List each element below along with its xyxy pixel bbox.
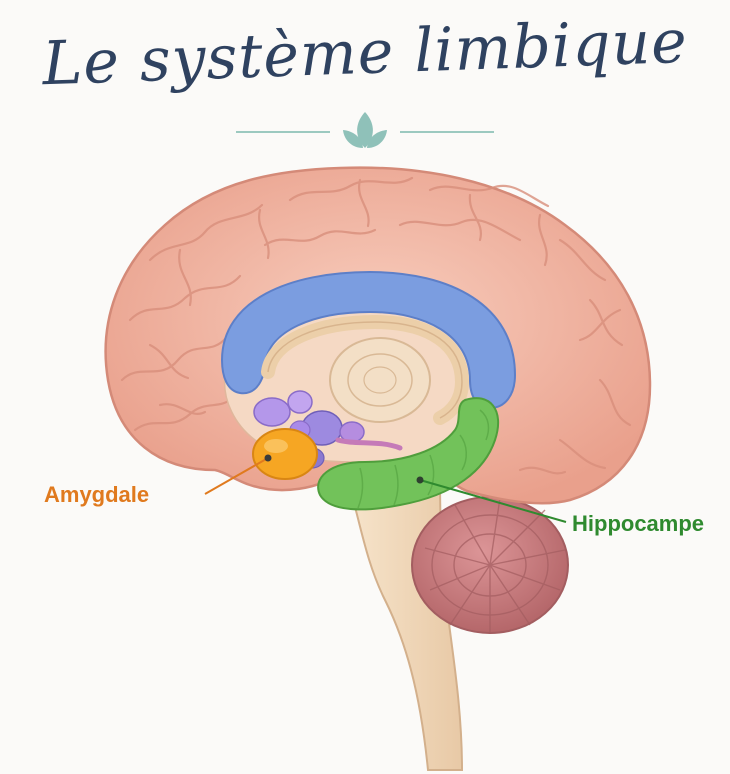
gyri-texture — [120, 176, 632, 475]
cerebellum — [411, 496, 569, 634]
corpus-callosum — [220, 270, 517, 410]
hippocampus — [317, 397, 500, 511]
label-amygdale: Amygdale — [44, 482, 150, 507]
hippocampe-leader — [419, 479, 567, 523]
amygdale-leader — [204, 457, 269, 495]
leaf-icon — [343, 112, 387, 148]
label-hippocampe: Hippocampe — [572, 511, 705, 536]
thalamus — [329, 337, 431, 423]
amygdala — [252, 428, 318, 480]
leaf-ornament — [236, 112, 494, 148]
